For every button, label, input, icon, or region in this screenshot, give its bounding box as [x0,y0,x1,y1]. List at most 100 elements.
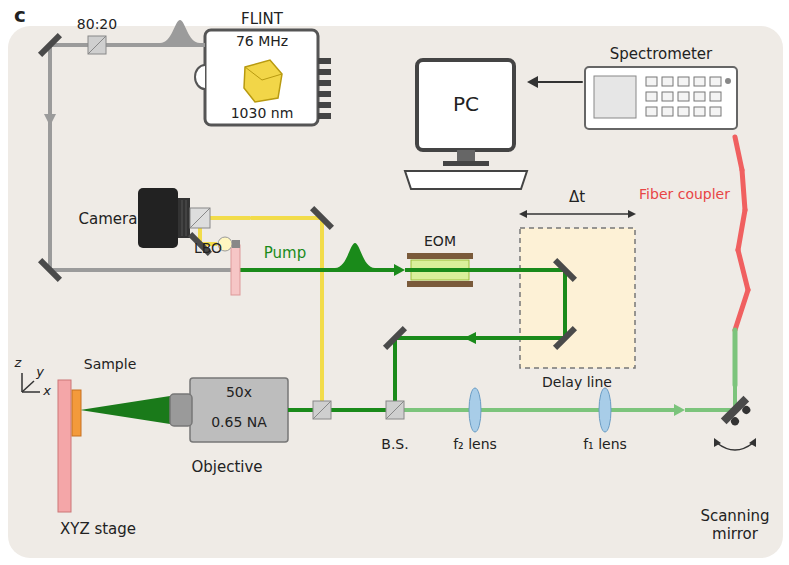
shape-part [594,76,636,118]
shape-part [721,396,755,430]
shape-part [407,281,473,287]
shape-part [553,326,577,350]
shape-part [520,228,635,368]
shape-part [190,208,210,228]
shape-part [195,65,205,89]
shape-part [170,394,192,426]
node-label: Spectrometer [610,45,713,63]
xyz-stage-shape [52,378,144,540]
shape-part [318,58,331,64]
pump-beam [240,268,395,272]
beam-segment [290,408,395,412]
node-label: 50x [226,384,252,401]
node-content: Spectrometer [582,45,740,137]
node-label: Sample [84,356,137,373]
shape-part [21,373,23,392]
arrow-head [394,264,405,276]
shape-part [190,208,210,228]
laser-box: FLINT 76 MHz 1030 nm [200,10,335,130]
laser-pulse [160,20,200,43]
beam-splitter [313,401,331,419]
delay-line-shape [515,188,640,395]
arrow-head [674,404,685,416]
shape-part [749,438,756,447]
objective: 50x0.65 NAObjective [165,372,290,480]
shape-part [553,258,577,282]
shape-part [210,216,250,220]
shape-part [729,416,740,427]
beam-connector [527,76,582,88]
node-content: Sample [70,356,142,438]
eom-crystal: EOM [405,233,475,287]
lens [469,388,481,432]
shape-part [383,326,407,350]
shape-part [38,33,62,57]
node-content: PC [405,55,527,190]
connector-label: Fiber coupler [639,186,730,203]
shape-part [694,107,705,116]
shape-part [38,258,62,282]
part-label: LBO [194,240,222,257]
mirror [383,326,407,350]
xyz-stage: XYZ stage [52,378,144,540]
shape-part [310,206,334,230]
shape-part [318,80,331,86]
shape-part [646,107,657,116]
shape-part [58,380,71,512]
shape-part [386,401,404,419]
node-content: Scanning mirror [685,385,785,557]
shape-part [186,200,187,236]
shape-part [313,401,331,419]
shape-part [232,240,240,248]
beam-segment [320,218,324,410]
shape-part [678,77,689,86]
node-label: 76 MHz [236,33,288,50]
shape-part [318,69,331,75]
shape-part [205,30,318,125]
beam-segment [475,268,515,272]
shape-part [725,78,731,84]
shape-part [710,107,721,116]
beam-segment [735,137,742,170]
scanning-mirror: Scanning mirror [685,385,785,557]
computer-shape [405,55,527,190]
shape-part [710,77,721,86]
shape-part [646,92,657,101]
shape-part [318,91,331,97]
node-content: ΔtDelay line [515,188,640,395]
shape-part [662,77,673,86]
beam-segment [735,290,748,330]
lens [599,388,611,432]
part-label: B.S. [381,436,408,453]
shape-part [245,67,282,80]
shape-part [519,210,527,218]
part-label: f₂ lens [453,436,497,453]
node-content: Camera [78,186,250,260]
beam-connector [735,137,748,385]
shape-part [22,391,40,393]
beam-connector [475,270,515,271]
node-label: 0.65 NA [211,414,267,431]
beam-connector [290,404,685,416]
node-label: Scanning mirror [687,507,783,543]
node-content: FLINT 76 MHz 1030 nm [200,10,335,130]
computer: PC [405,55,527,190]
spectrometer: Spectrometer [582,45,740,137]
shape-part [138,188,178,248]
part-label: y [36,364,44,380]
shape-part [662,107,673,116]
shape-part [190,378,288,442]
node-label: FLINT [241,10,283,28]
shape-part [714,438,721,447]
shape-part [678,92,689,101]
node-label: 1030 nm [231,105,294,122]
shape-part [524,213,631,215]
shape-part [178,198,190,238]
shape-part [417,60,514,150]
shape-part [678,107,689,116]
beam-segment [251,216,322,220]
shape-part [553,258,577,282]
shape-part [405,171,527,189]
shape-part [407,253,473,259]
